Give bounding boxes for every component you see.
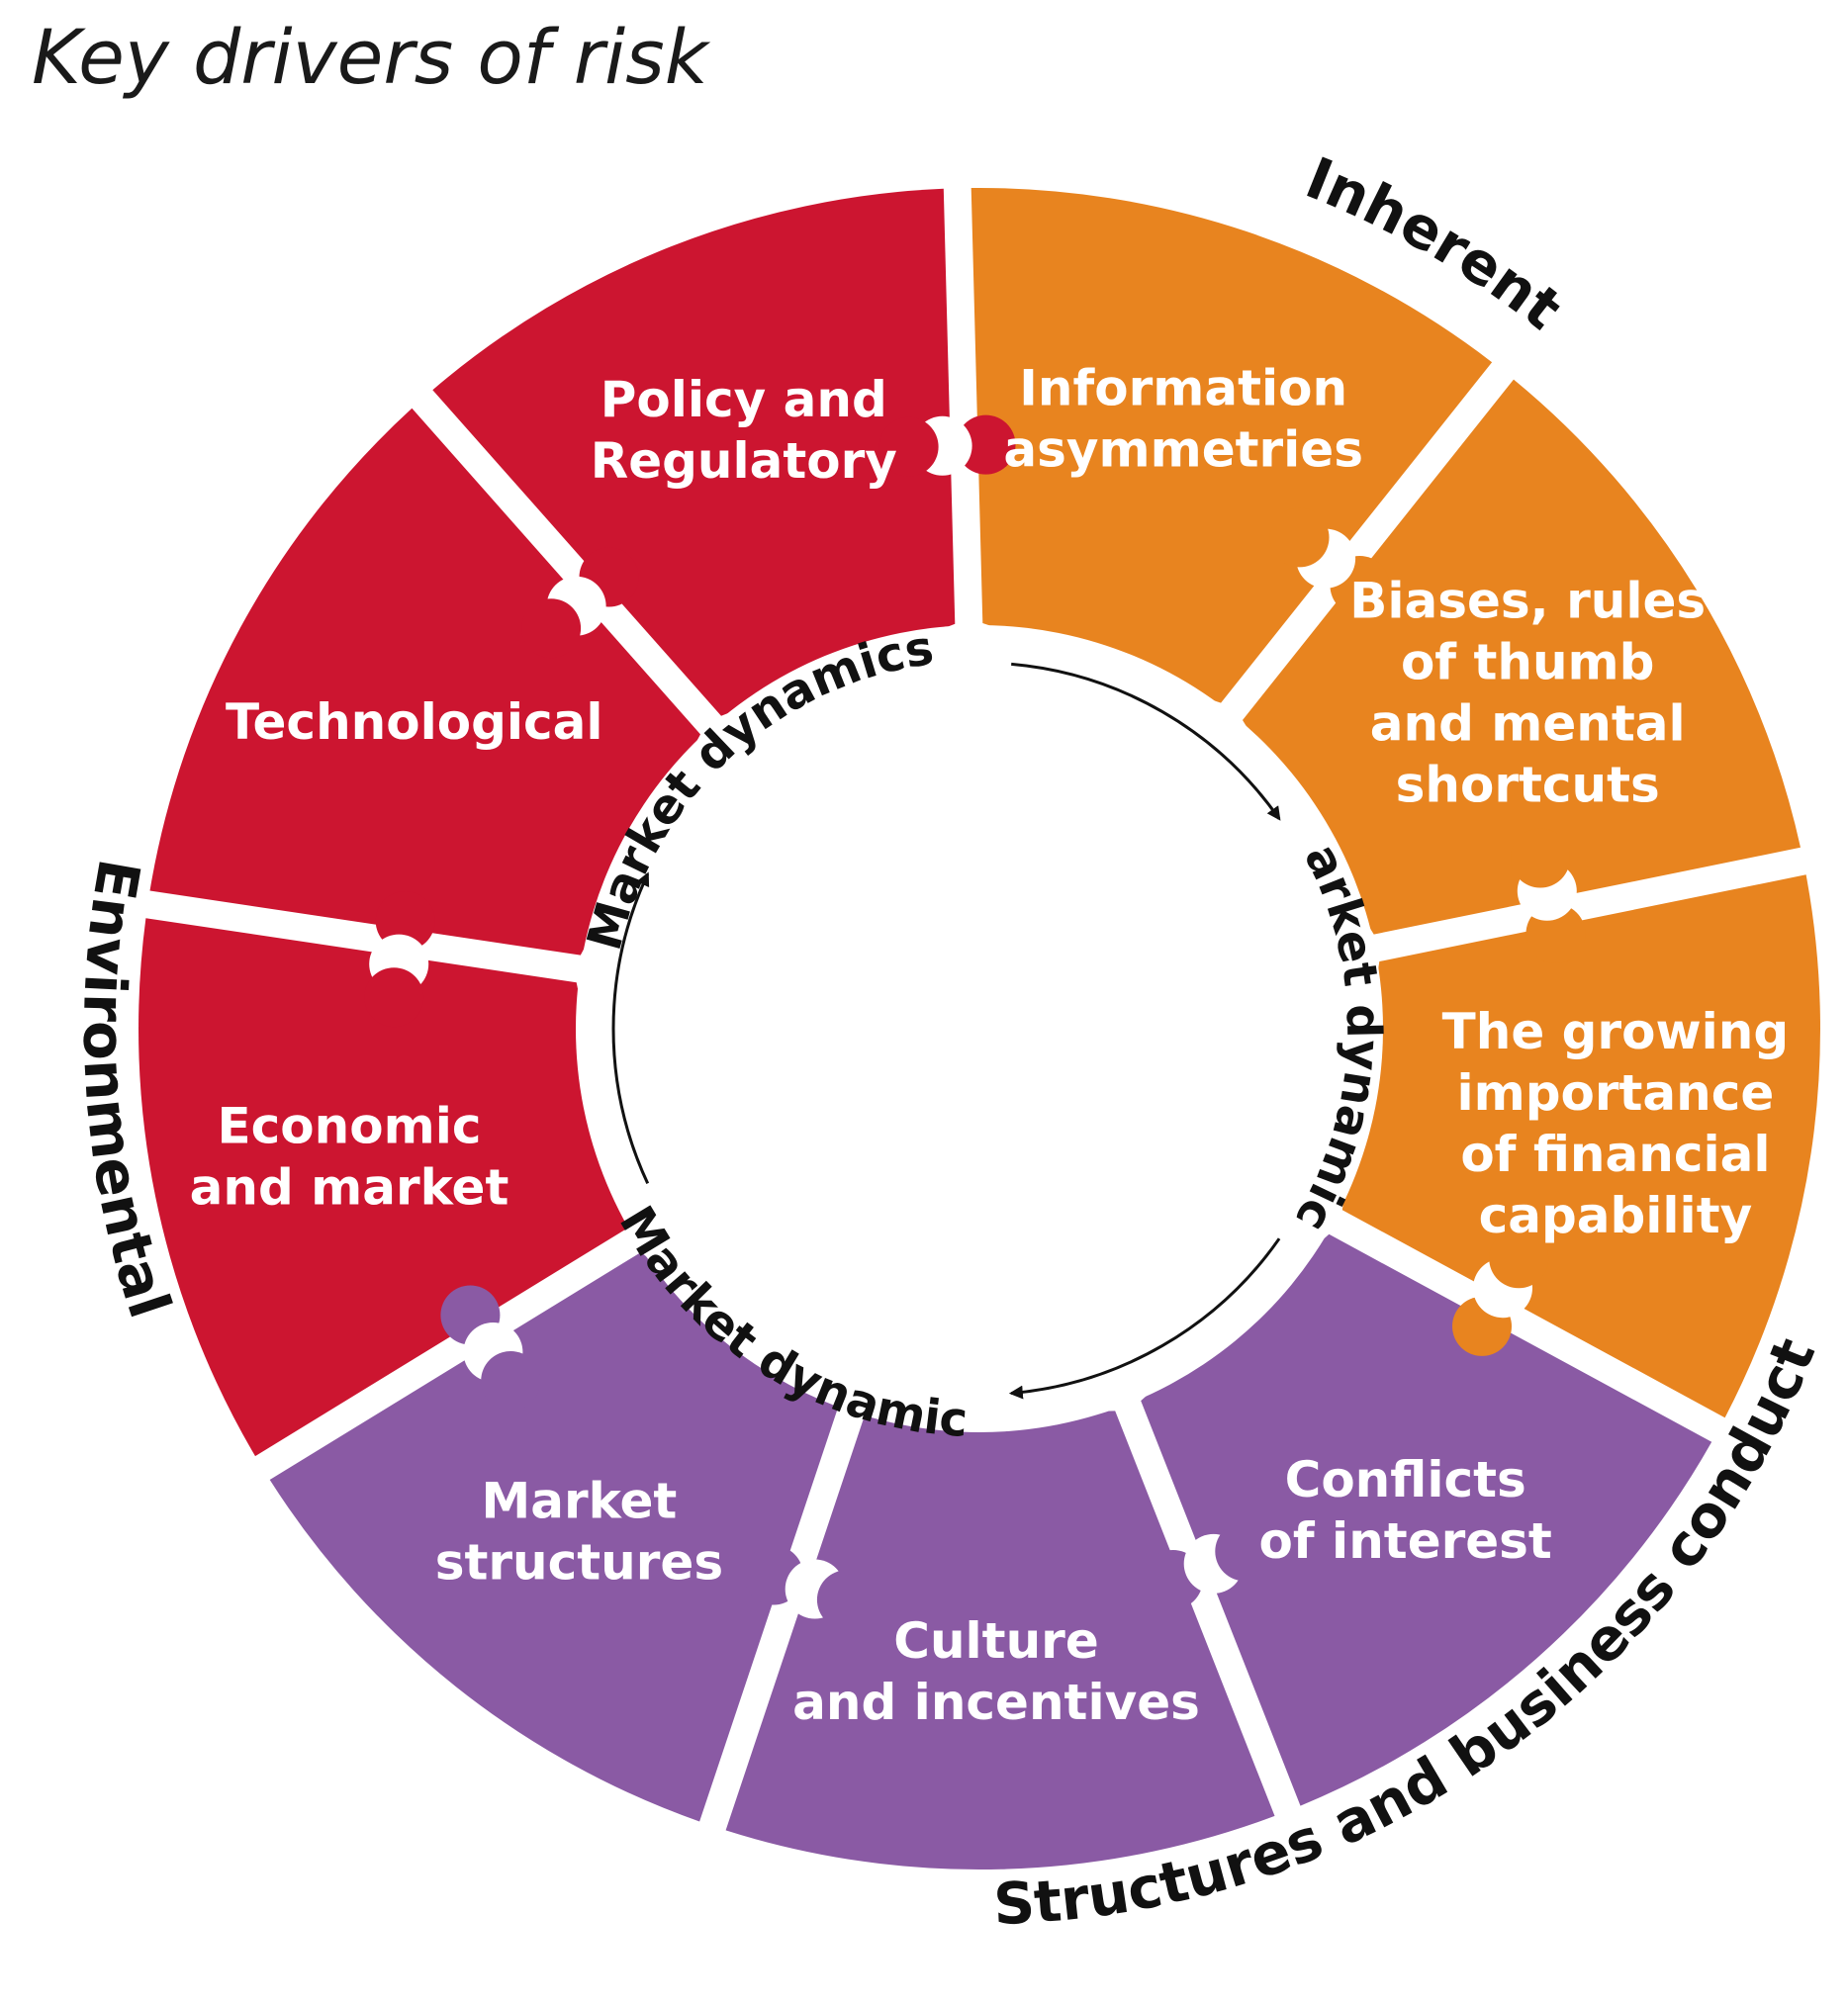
segment-label-line: and mental [1370, 694, 1686, 752]
segment-label-line: asymmetries [1003, 421, 1363, 479]
segment-label-line: Biases, rules [1349, 572, 1706, 629]
segment-label-line: Conflicts [1285, 1451, 1526, 1508]
knob-inner-6 [364, 967, 424, 1028]
segment-label-line: capability [1479, 1187, 1753, 1244]
segment-economic-and-market [139, 918, 627, 1457]
segments-ring [139, 187, 1820, 1870]
cycle-arrow-2 [1008, 1237, 1281, 1400]
segment-label-line: Technological [226, 693, 603, 751]
knob-inner-7 [521, 598, 582, 659]
segment-label-line: of thumb [1401, 633, 1655, 690]
center-disc [576, 625, 1383, 1432]
segment-label-technological: Technological [226, 693, 603, 751]
segment-technological [149, 408, 700, 956]
segment-label-line: shortcuts [1396, 756, 1660, 813]
connector-knobs [364, 414, 1586, 1630]
cycle-arrow-1 [1011, 662, 1281, 821]
segment-label-line: structures [435, 1534, 723, 1592]
segment-label-line: Policy and [601, 371, 887, 428]
segment-the-growing-importance-of-financial-capability [1341, 874, 1820, 1418]
diagram-title: Key drivers of risk [32, 13, 711, 101]
knob-inner-5 [481, 1351, 541, 1411]
knob-inner-4 [816, 1570, 877, 1630]
segment-label-line: and incentives [792, 1674, 1200, 1731]
segment-conflicts-of-interest [1141, 1233, 1712, 1806]
segment-market-structures [269, 1252, 838, 1822]
knob-inner-3 [1215, 1521, 1275, 1582]
segment-information-asymmetries [970, 187, 1493, 703]
segment-label-line: of financial [1460, 1126, 1770, 1183]
knob-inner-2 [1489, 1229, 1549, 1289]
segment-label-line: Culture [893, 1612, 1099, 1670]
knob-8 [956, 414, 1016, 475]
segment-label-line: Regulatory [591, 432, 897, 490]
segment-culture-and-incentives [725, 1411, 1275, 1870]
segment-label-line: importance [1456, 1064, 1774, 1122]
knob-inner-0 [1269, 507, 1330, 568]
knob-inner-8 [878, 416, 939, 477]
segment-label-line: Economic [218, 1098, 482, 1155]
segment-label-line: and market [190, 1159, 509, 1217]
segment-biases-rules-of-thumb-and-mental-shortcuts [1243, 379, 1801, 935]
knob-inner-1 [1511, 828, 1570, 888]
segment-label-line: of interest [1259, 1512, 1552, 1570]
segment-label-line: Market [481, 1473, 677, 1530]
segment-label-line: Information [1019, 360, 1347, 417]
cycle-arrow-3 [611, 871, 650, 1185]
segment-label-line: The growing [1442, 1003, 1790, 1060]
segment-policy-and-regulatory [432, 188, 956, 716]
